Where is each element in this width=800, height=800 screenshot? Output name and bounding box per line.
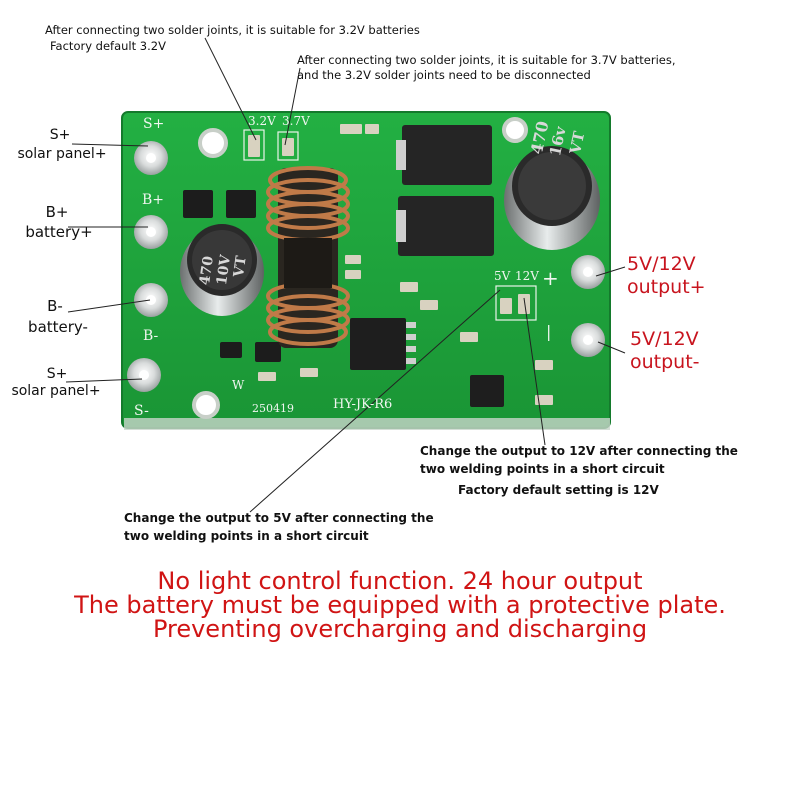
silk-12v: 12V [515, 269, 539, 283]
warning-line-1: No light control function. 24 hour outpu… [157, 567, 643, 595]
silk-5v: 5V [494, 269, 511, 283]
power-components [350, 125, 504, 407]
label-output-plus: output+ [627, 276, 706, 298]
silk-w: W [232, 378, 245, 392]
inductor-coil [266, 166, 350, 348]
silk-minus: | [546, 322, 552, 341]
note-12v-jumper-line1: Change the output to 12V after connectin… [420, 444, 738, 458]
input-pads [127, 141, 168, 392]
label-solar-panel-top: solar panel+ [17, 146, 107, 162]
mount-hole-top-mid [502, 117, 528, 143]
silk-b-minus: B- [143, 328, 159, 344]
mount-hole-bottom-left [192, 391, 220, 419]
silk-s-minus: S- [134, 403, 149, 419]
note-12v-factory: Factory default setting is 12V [458, 483, 659, 497]
label-b-plus: B+ [45, 203, 69, 221]
note-12v-jumper-line2: two welding points in a short circuit [420, 462, 665, 476]
warning-line-2: The battery must be equipped with a prot… [74, 591, 726, 619]
smd-chips-left [183, 190, 281, 362]
note-5v-jumper-line1: Change the output to 5V after connecting… [124, 511, 434, 525]
silk-3v2: 3.2V [248, 114, 276, 128]
capacitor-470uf-16v [504, 146, 600, 250]
silk-date: 250419 [252, 402, 294, 415]
capacitor-470uf-10v [180, 224, 264, 316]
label-battery-plus: battery+ [25, 223, 93, 241]
silk-3v7: 3.7V [282, 114, 310, 128]
mount-hole-top-left [198, 128, 228, 158]
cap-small-series: VT [231, 254, 250, 279]
warning-line-3: Preventing overcharging and discharging [152, 615, 648, 643]
silk-s-plus: S+ [143, 116, 165, 132]
label-s-plus-top: S+ [49, 127, 71, 143]
silk-model: HY-JK-R6 [333, 397, 393, 412]
note-3v2-jumper: After connecting two solder joints, it i… [45, 23, 420, 37]
note-3v7-jumper-line2: and the 3.2V solder joints need to be di… [297, 68, 591, 82]
label-output-minus-voltage: 5V/12V [630, 328, 699, 350]
note-factory-3v2: Factory default 3.2V [50, 39, 166, 53]
label-battery-minus: battery- [28, 318, 88, 336]
note-3v7-jumper-line1: After connecting two solder joints, it i… [297, 53, 676, 67]
pcb-edge-shadow [124, 418, 610, 430]
output-pads [571, 255, 605, 357]
pointer-lines [65, 37, 626, 513]
label-b-minus: B- [47, 297, 63, 315]
silk-plus: + [542, 266, 559, 290]
label-solar-panel-bottom: solar panel+ [11, 383, 101, 399]
label-output-plus-voltage: 5V/12V [627, 253, 696, 275]
silk-b-plus: B+ [142, 192, 165, 208]
smd-passives [248, 124, 553, 405]
label-output-minus: output- [630, 351, 700, 373]
note-5v-jumper-line2: two welding points in a short circuit [124, 529, 369, 543]
label-s-plus-bottom: S+ [46, 366, 68, 382]
